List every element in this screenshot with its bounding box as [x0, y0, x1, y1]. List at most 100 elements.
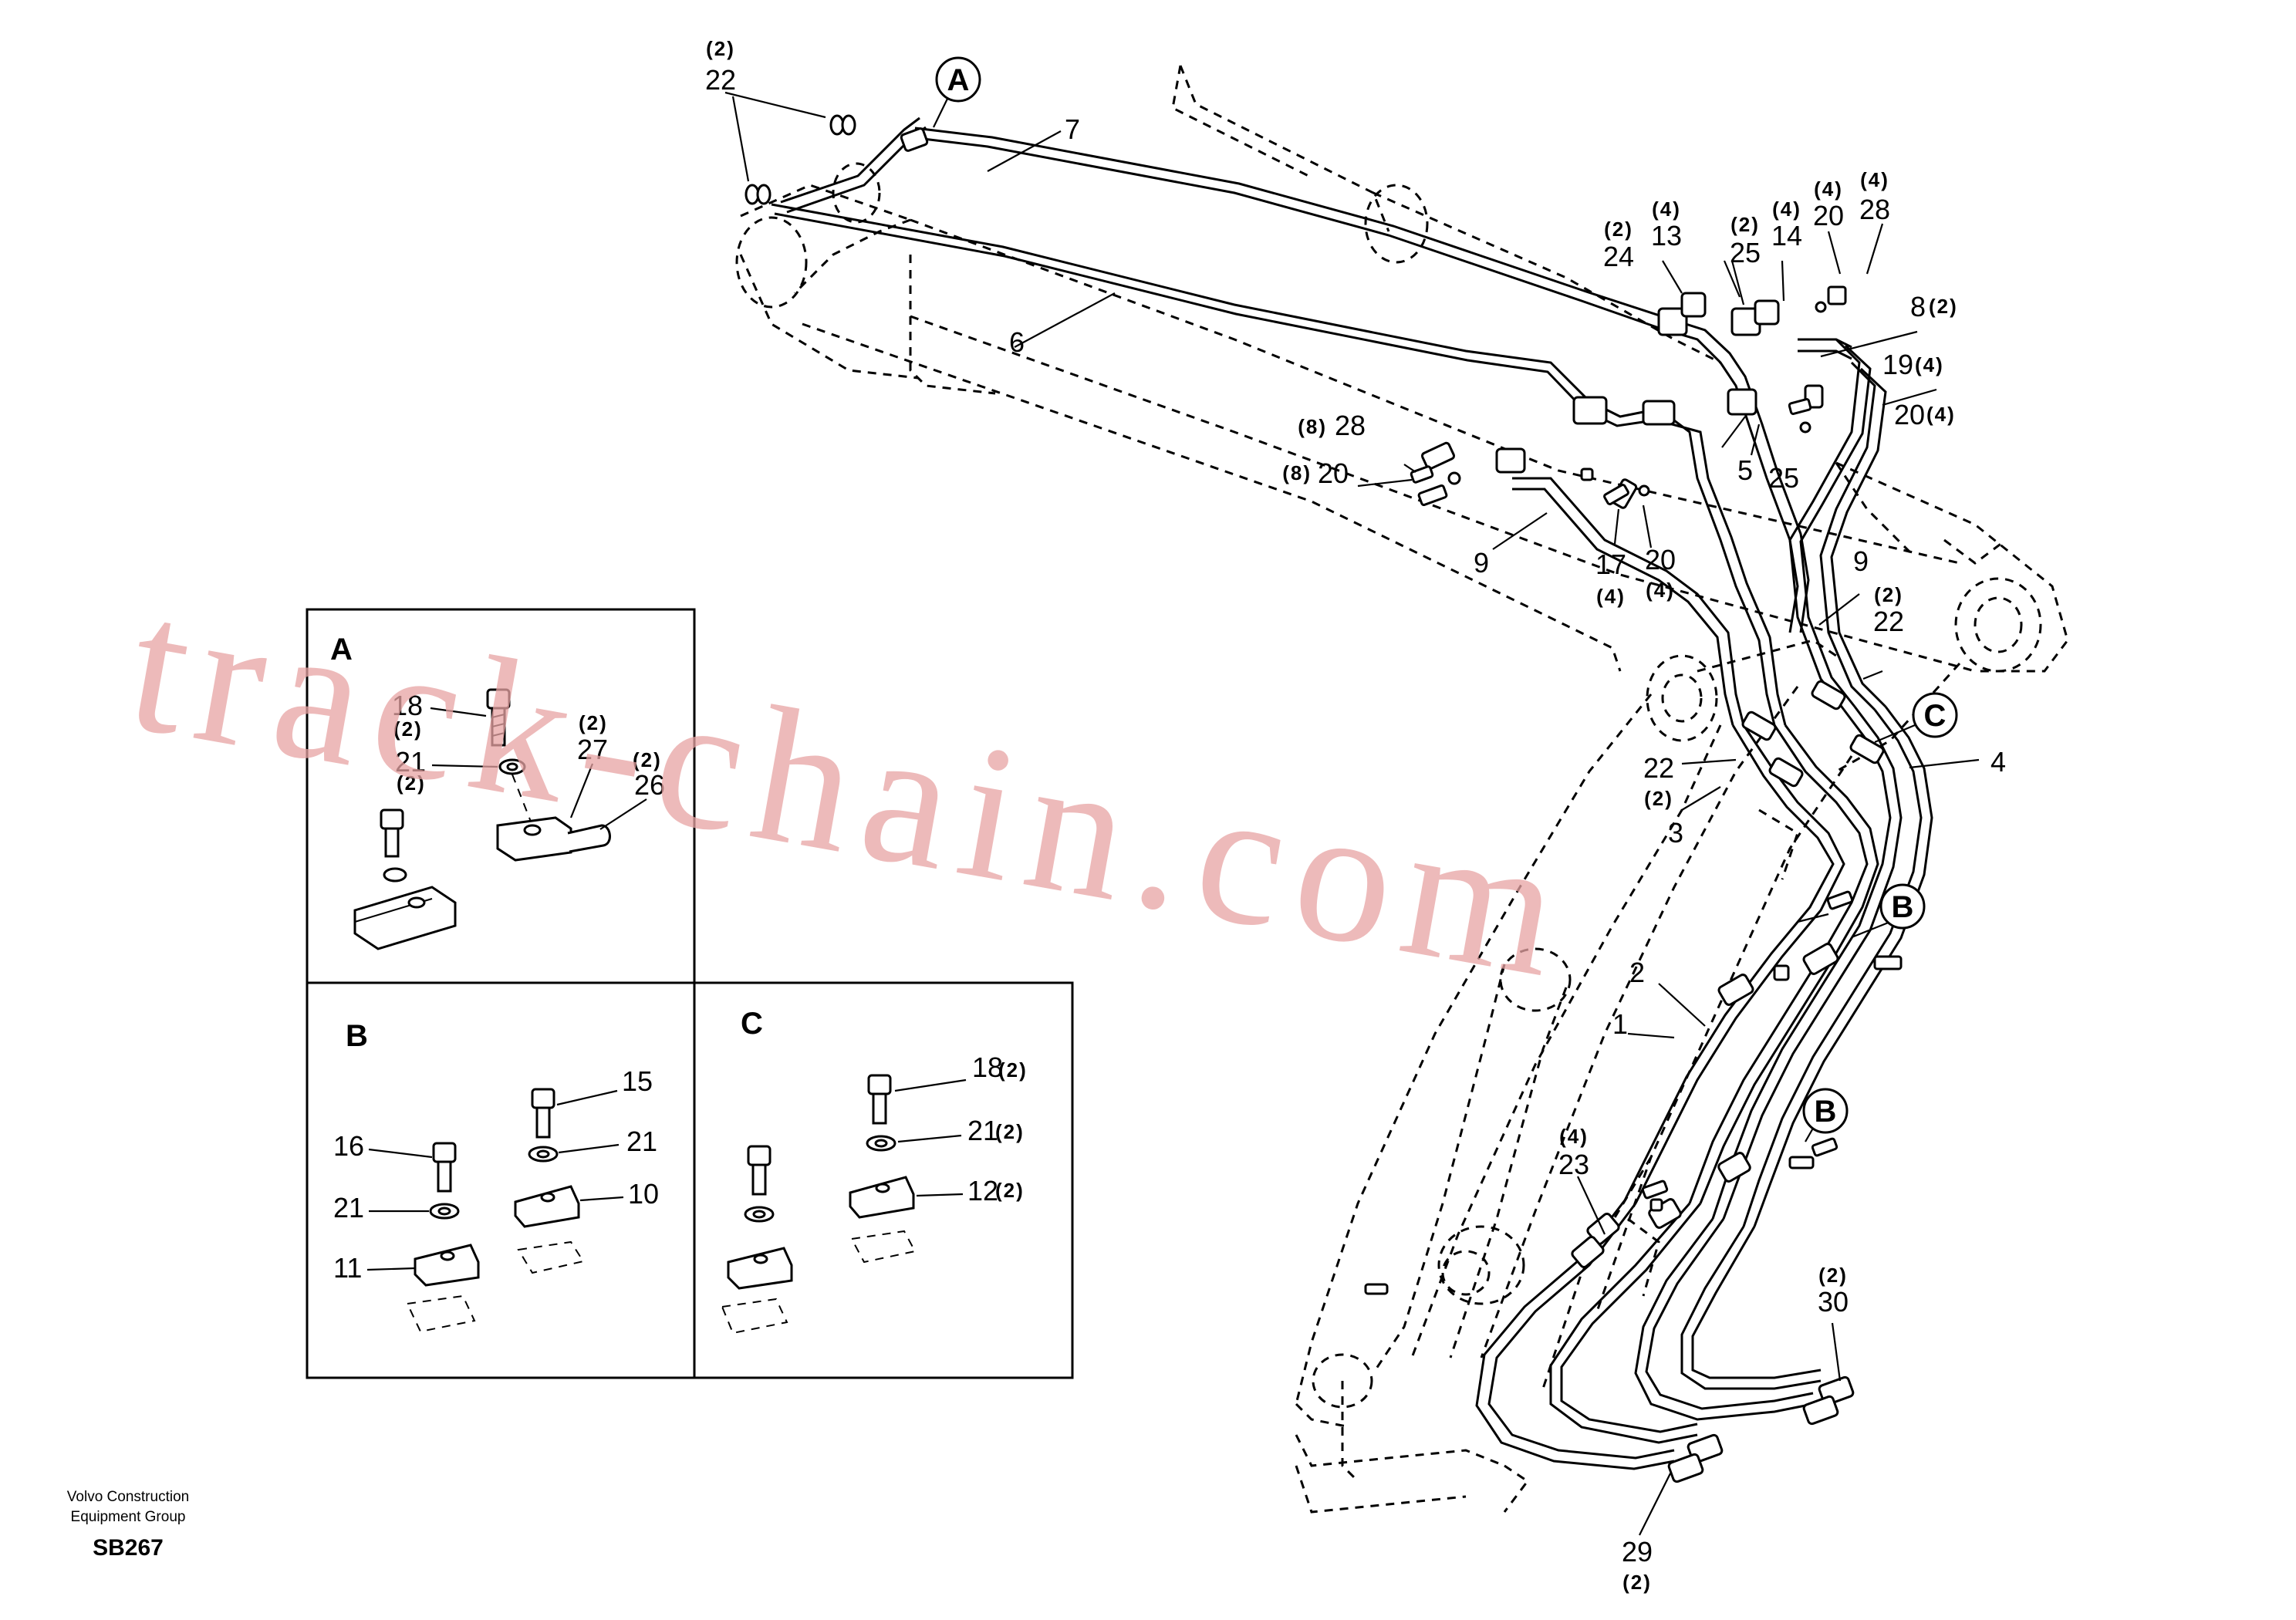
- fittings: [745, 114, 1885, 1483]
- arm-outline: [1295, 654, 1853, 1514]
- svg-text:18: 18: [972, 1051, 1003, 1083]
- drawing-code: SB267: [93, 1535, 164, 1561]
- svg-text:21: 21: [333, 1192, 364, 1223]
- svg-text:3: 3: [1668, 817, 1683, 849]
- svg-text:22: 22: [1873, 606, 1904, 637]
- svg-text:track-chain.com: track-chain.com: [116, 557, 1587, 1020]
- callout-B-lower: B: [1802, 1088, 1849, 1134]
- svg-text:22: 22: [1643, 752, 1674, 784]
- svg-text:7: 7: [1065, 113, 1080, 145]
- label-25-bottom: 25: [1768, 462, 1799, 494]
- bolt-icon: [531, 1088, 555, 1139]
- svg-text:11: 11: [333, 1252, 362, 1284]
- clamp-icon: [849, 1176, 915, 1219]
- washer-icon: [429, 1203, 460, 1220]
- svg-text:17: 17: [1595, 548, 1626, 580]
- label-4: 4: [1990, 746, 2006, 778]
- svg-text:28: 28: [1859, 194, 1890, 225]
- svg-text:5: 5: [1737, 454, 1753, 486]
- clamp-icon: [727, 1247, 793, 1290]
- svg-text:B: B: [346, 1019, 368, 1053]
- bolt-icon: [380, 808, 404, 858]
- svg-text:(8): (8): [1282, 461, 1312, 484]
- bolt-icon: [486, 688, 511, 747]
- svg-text:8: 8: [1910, 291, 1926, 322]
- label-3: 3: [1668, 817, 1683, 849]
- svg-text:(2): (2): [1874, 583, 1903, 606]
- label-9-left: 9: [1474, 547, 1489, 579]
- svg-text:20: 20: [1645, 544, 1676, 575]
- svg-text:19: 19: [1882, 349, 1913, 380]
- label-22-top: (2) 22: [705, 37, 736, 96]
- label-19: 19 (4): [1882, 349, 1943, 380]
- svg-text:30: 30: [1818, 1286, 1849, 1318]
- svg-text:(2): (2): [1644, 787, 1673, 810]
- svg-text:13: 13: [1651, 220, 1682, 251]
- washer-icon: [744, 1206, 775, 1223]
- loose-hardware: [1364, 285, 1903, 1295]
- svg-text:(4): (4): [1559, 1125, 1589, 1148]
- svg-text:4: 4: [1990, 746, 2006, 778]
- svg-text:2: 2: [1629, 957, 1645, 988]
- label-14: (4) 14: [1771, 197, 1802, 251]
- detail-box-C: C 18 (2) 21: [693, 981, 1074, 1379]
- bolt-icon: [867, 1074, 892, 1125]
- svg-text:(8): (8): [1298, 415, 1327, 438]
- label-25-top: (2) 25: [1730, 213, 1761, 268]
- svg-text:28: 28: [1335, 410, 1366, 441]
- bolt-icon: [432, 1142, 457, 1193]
- label-23: (4) 23: [1558, 1125, 1589, 1180]
- boom-pipes: [771, 116, 1887, 726]
- svg-text:21: 21: [395, 746, 426, 778]
- svg-text:20: 20: [1318, 457, 1349, 489]
- svg-text:(4): (4): [1814, 177, 1843, 201]
- svg-text:20: 20: [1813, 200, 1844, 231]
- svg-text:(2): (2): [393, 717, 423, 741]
- footer-block: Volvo Construction Equipment Group SB267: [67, 1489, 189, 1561]
- label-1: 1: [1612, 1008, 1628, 1040]
- callout-A-main: A: [933, 56, 981, 128]
- callout-B-upper: B: [1879, 883, 1926, 930]
- svg-text:29: 29: [1622, 1536, 1653, 1568]
- svg-text:26: 26: [634, 769, 665, 801]
- bolt-icon: [747, 1145, 772, 1196]
- svg-text:23: 23: [1558, 1149, 1589, 1180]
- washer-icon: [528, 1146, 559, 1163]
- svg-text:A: A: [947, 63, 970, 97]
- svg-text:(2): (2): [1622, 1571, 1652, 1594]
- svg-text:27: 27: [577, 734, 608, 765]
- svg-text:(2): (2): [995, 1179, 1025, 1202]
- svg-text:25: 25: [1768, 462, 1799, 494]
- svg-text:18: 18: [392, 690, 423, 721]
- svg-text:10: 10: [628, 1178, 659, 1210]
- label-9-right: 9: [1853, 545, 1869, 577]
- svg-text:21: 21: [967, 1115, 998, 1146]
- svg-text:(2): (2): [1818, 1264, 1848, 1287]
- leader-lines: [724, 91, 1980, 1536]
- label-13: (4) 13: [1651, 197, 1682, 251]
- svg-text:20: 20: [1894, 399, 1925, 430]
- svg-text:(2): (2): [995, 1120, 1025, 1143]
- label-22-mid: 22 (2): [1643, 752, 1674, 810]
- washer-icon: [383, 867, 407, 883]
- label-6: 6: [1009, 326, 1025, 358]
- svg-text:(2): (2): [1929, 295, 1958, 318]
- svg-text:22: 22: [705, 64, 736, 96]
- svg-text:12: 12: [967, 1175, 998, 1207]
- svg-text:6: 6: [1009, 326, 1025, 358]
- company-line-2: Equipment Group: [71, 1509, 186, 1525]
- svg-text:(2): (2): [1730, 213, 1760, 236]
- svg-text:B: B: [1815, 1095, 1837, 1129]
- label-20-top: (4) 20: [1813, 177, 1844, 231]
- svg-text:(2): (2): [579, 711, 608, 734]
- label-17: 17 (4): [1595, 548, 1626, 608]
- label-30: (2) 30: [1818, 1264, 1849, 1318]
- svg-text:25: 25: [1730, 237, 1761, 268]
- clamp-icon: [514, 1185, 580, 1228]
- label-29: 29 (2): [1622, 1536, 1653, 1594]
- svg-text:(2): (2): [1604, 218, 1633, 241]
- clamp-icon: [496, 816, 611, 862]
- svg-text:(4): (4): [1652, 197, 1681, 221]
- svg-text:A: A: [330, 633, 353, 667]
